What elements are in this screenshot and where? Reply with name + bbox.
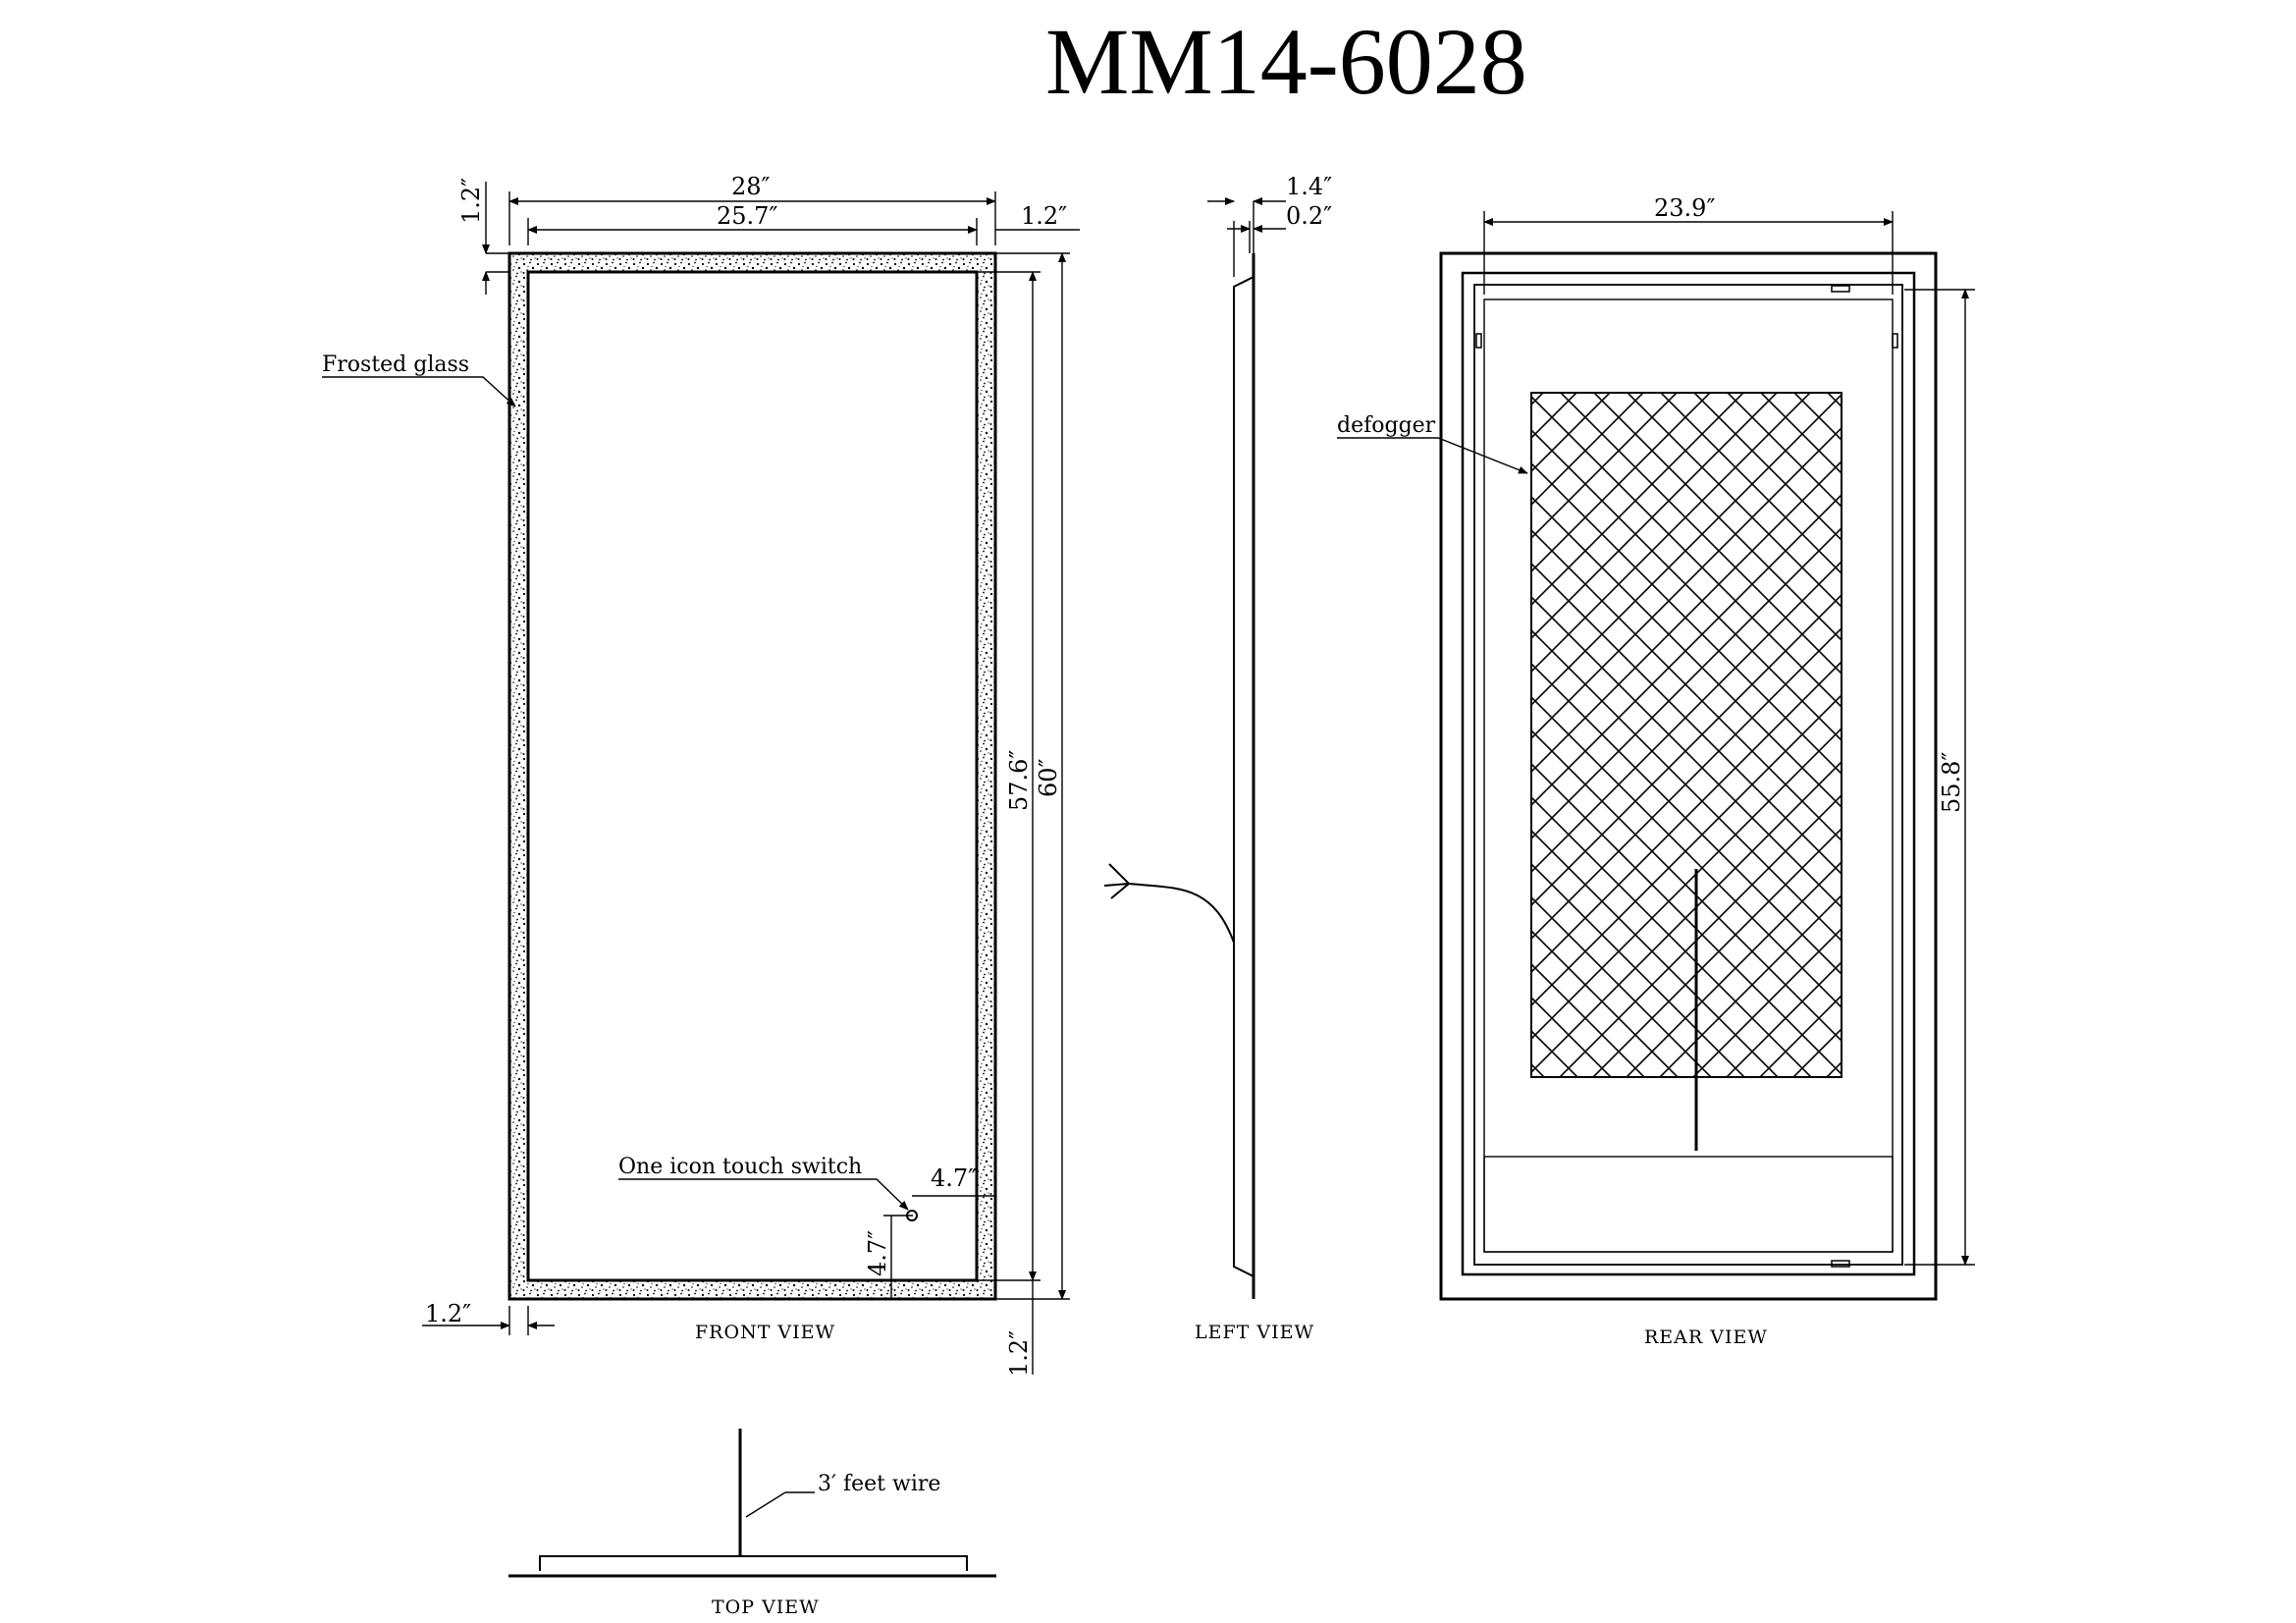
dim-front-top-border: 1.2″ [457, 178, 485, 224]
hanging-bracket-bottom [1831, 1260, 1850, 1268]
dim-front-bottom-border: 1.2″ [1005, 1330, 1033, 1377]
label-wire: 3′ feet wire [818, 1472, 940, 1496]
hanging-bracket-top [1831, 285, 1850, 293]
dim-front-outer-height: 60″ [1035, 758, 1062, 797]
dim-side-depth: 1.4″ [1286, 173, 1332, 200]
rear-view: defogger 23.9″ 55.8″ REAR VIEW [1337, 194, 1975, 1348]
frosted-glass-border [507, 251, 997, 1301]
view-label-left: LEFT VIEW [1195, 1322, 1314, 1343]
label-defogger: defogger [1337, 413, 1436, 438]
dim-front-inner-width: 25.7″ [717, 202, 777, 230]
label-touch-switch: One icon touch switch [618, 1155, 862, 1179]
front-view: 28″ 25.7″ 1.2″ 1.2″ Frosted glass One ic… [322, 173, 1080, 1377]
dim-switch-offset-y: 4.7″ [864, 1230, 891, 1276]
defogger-mesh [1530, 392, 1842, 1078]
top-view: 3′ feet wire TOP VIEW [508, 1429, 996, 1618]
view-label-front: FRONT VIEW [695, 1322, 835, 1343]
dim-side-glass: 0.2″ [1286, 202, 1332, 230]
dim-rear-width: 23.9″ [1654, 194, 1715, 222]
label-frosted-glass: Frosted glass [322, 352, 469, 377]
dim-front-left-border: 1.2″ [425, 1300, 471, 1327]
view-label-top: TOP VIEW [712, 1596, 820, 1618]
view-label-rear: REAR VIEW [1644, 1326, 1768, 1348]
power-cord [1128, 883, 1235, 944]
left-view: 1.4″ 0.2″ LEFT VIEW [1103, 173, 1332, 1343]
dim-switch-offset-x: 4.7″ [931, 1164, 977, 1192]
dim-front-right-border: 1.2″ [1021, 202, 1067, 230]
drawing-title: MM14-6028 [1045, 9, 1527, 114]
dim-front-inner-height: 57.6″ [1005, 750, 1033, 811]
dim-rear-height: 55.8″ [1938, 752, 1965, 813]
dim-front-outer-width: 28″ [731, 173, 771, 200]
